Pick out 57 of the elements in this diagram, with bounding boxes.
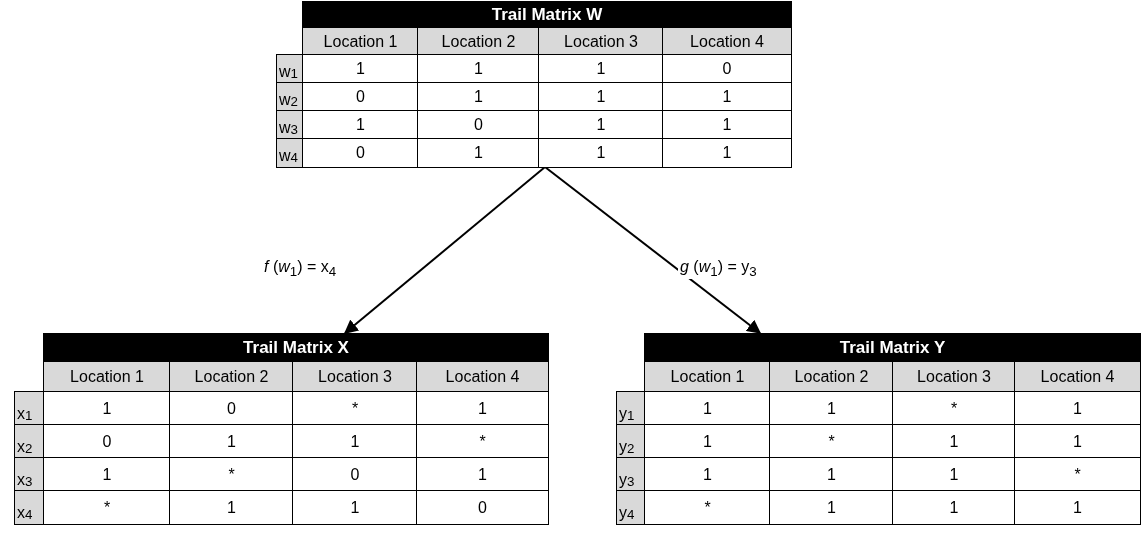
table-cell: 1 xyxy=(303,55,418,83)
table-title: Trail Matrix X xyxy=(44,334,548,362)
column-header: Location 2 xyxy=(170,362,293,392)
row-header: y$_{4}$ xyxy=(617,491,645,524)
table-cell: 0 xyxy=(303,83,418,111)
table-cell: 1 xyxy=(539,55,663,83)
row-header: y$_{2}$ xyxy=(617,425,645,458)
table-cell: * xyxy=(893,392,1015,425)
column-header: Location 2 xyxy=(418,28,539,55)
table-cell: 0 xyxy=(170,392,293,425)
column-header: Location 4 xyxy=(1015,362,1140,392)
row-header: w$_{3}$ xyxy=(277,111,303,139)
column-header: Location 4 xyxy=(417,362,548,392)
data-table xyxy=(277,2,791,167)
row-header: w$_{4}$ xyxy=(277,139,303,167)
table-cell: 1 xyxy=(303,111,418,139)
arrow xyxy=(544,166,762,334)
table-cell: * xyxy=(770,425,893,458)
table-cell: * xyxy=(293,392,417,425)
table-cell: 1 xyxy=(539,83,663,111)
edge-label: g (w$_{1}$) = y$_{3}$ xyxy=(678,258,759,280)
row-header: y$_{3}$ xyxy=(617,458,645,491)
row-header: w$_{1}$ xyxy=(277,55,303,83)
row-header: y$_{1}$ xyxy=(617,392,645,425)
table-cell: 1 xyxy=(418,139,539,167)
data-table xyxy=(15,334,548,524)
table-cell: 1 xyxy=(44,458,170,491)
table-cell: 1 xyxy=(893,458,1015,491)
column-header: Location 3 xyxy=(539,28,663,55)
table-cell: 1 xyxy=(645,425,770,458)
table-cell: 1 xyxy=(645,458,770,491)
table-cell: 0 xyxy=(44,425,170,458)
row-header: x$_{4}$ xyxy=(15,491,44,524)
column-header: Location 3 xyxy=(893,362,1015,392)
table-cell: * xyxy=(170,458,293,491)
table-cell: 1 xyxy=(770,392,893,425)
table-cell: 1 xyxy=(44,392,170,425)
column-header: Location 2 xyxy=(770,362,893,392)
column-header: Location 3 xyxy=(293,362,417,392)
column-header: Location 1 xyxy=(645,362,770,392)
table-cell: 0 xyxy=(293,458,417,491)
table-title: Trail Matrix W xyxy=(303,2,791,28)
table-cell: 1 xyxy=(645,392,770,425)
table-cell: 1 xyxy=(539,139,663,167)
column-header: Location 4 xyxy=(663,28,791,55)
column-header: Location 1 xyxy=(44,362,170,392)
data-table xyxy=(617,334,1140,524)
row-header: w$_{2}$ xyxy=(277,83,303,111)
table-cell: 1 xyxy=(293,425,417,458)
arrow xyxy=(343,166,546,334)
column-header: Location 1 xyxy=(303,28,418,55)
table-cell: 1 xyxy=(418,55,539,83)
table-cell: 1 xyxy=(770,458,893,491)
table-title: Trail Matrix Y xyxy=(645,334,1140,362)
table-cell: 1 xyxy=(418,83,539,111)
table-cell: 1 xyxy=(170,425,293,458)
table-cell: 1 xyxy=(893,425,1015,458)
